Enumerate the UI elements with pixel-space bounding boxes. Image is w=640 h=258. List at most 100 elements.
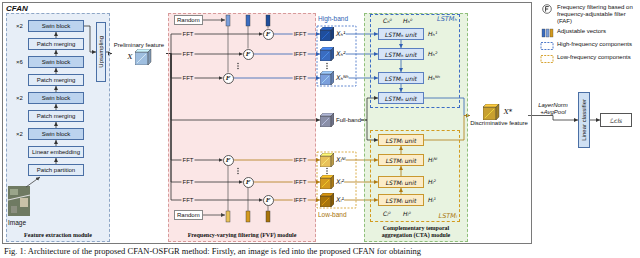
swin-block: Swin block	[28, 56, 84, 68]
flow-arrow	[254, 182, 321, 183]
component-cube: Xₕ¹	[320, 27, 346, 41]
panel-fill	[364, 13, 468, 242]
flow-arrow	[106, 52, 112, 54]
state-label: Hₗ²	[428, 178, 436, 185]
state-label: Cₕ⁰	[383, 17, 392, 24]
flow-arrow	[401, 60, 402, 72]
flow-arrow	[401, 146, 402, 154]
node-text: Preliminary feature	[112, 42, 166, 49]
cube-figure	[320, 113, 334, 127]
figure-caption: Fig. 1: Architecture of the proposed CFA…	[4, 246, 421, 256]
flow-arrow	[346, 160, 378, 161]
node-text: Swin block	[42, 131, 71, 138]
node-text: Swin block	[42, 23, 71, 30]
swin-block: Swin block	[28, 20, 84, 32]
cube-figure	[320, 47, 334, 61]
cube-figure	[320, 71, 334, 85]
node-text: Patch merging	[37, 113, 76, 120]
state-label: Hₕᴺʰ	[428, 74, 440, 81]
merging-block: Patch merging	[28, 110, 84, 122]
edge-label: FFT	[182, 197, 195, 204]
repeat-count: ×2	[16, 131, 23, 138]
state-label: Hₕ¹	[428, 30, 437, 37]
component-cube: Xₕᴺʰ	[320, 71, 349, 85]
lstm-unit: LSTMₗ unit	[378, 194, 424, 206]
flow-arrow	[254, 54, 321, 55]
flow-arrow	[166, 54, 243, 183]
high-band-bracket	[317, 26, 356, 86]
component-cube: Xₗᴺˡ	[320, 153, 346, 167]
filter-circle: F	[263, 195, 274, 206]
node-text: Discriminative feature	[470, 120, 528, 127]
state-label: Hₗ⁰	[403, 210, 411, 217]
flow-arrow	[166, 54, 263, 201]
flow-arrow	[401, 84, 402, 92]
node-text: Frequency-varying filtering (FVF) module	[171, 232, 313, 239]
repeat-count: ×2	[16, 23, 23, 30]
node-text: Random	[177, 17, 200, 24]
module-panel: Feature extraction moduleSwin blockPatch…	[6, 13, 110, 242]
flow-arrow	[346, 34, 378, 35]
image-label: Image	[8, 219, 26, 226]
adjustable-vectors-high	[200, 15, 270, 73]
node-text: Xₗᴺˡ	[336, 157, 346, 164]
flow-arrow	[401, 40, 402, 48]
ellipsis-dots	[237, 63, 328, 175]
repeat-count: ×6	[16, 59, 23, 66]
merging-block: Patch merging	[28, 38, 84, 50]
node-text: F	[226, 157, 231, 164]
legend-text: Adjustable vectors	[557, 28, 606, 35]
node-text: ℒcls	[610, 117, 622, 124]
edge-label: FFT	[182, 157, 195, 164]
cube-figure	[320, 175, 334, 189]
classifier-box: Linear classifier	[578, 92, 590, 148]
node-text: Random	[177, 212, 200, 219]
node-text: LSTMₕ unit	[385, 51, 417, 58]
flow-arrow	[166, 53, 243, 55]
cube-figure	[135, 49, 153, 65]
lstm-unit: LSTMₗ unit	[378, 134, 424, 146]
state-label: Hₗ¹	[428, 196, 436, 203]
node-text: F	[246, 179, 251, 186]
node-text: Patch merging	[37, 77, 76, 84]
legend-text: Frequency filtering based on frequency-a…	[557, 4, 638, 25]
edge-label: FFT	[182, 75, 195, 82]
lstm-unit: LSTMₕ unit	[378, 72, 424, 84]
node-text: Feature extraction module	[9, 232, 107, 239]
component-cube: Xₗ²	[320, 175, 344, 189]
image-picture	[8, 186, 30, 216]
lstm-unit: LSTMₕ unit	[378, 28, 424, 40]
state-label: Cₗ⁰	[383, 210, 391, 217]
legend-swatch	[540, 54, 554, 64]
edge-label: IFFT	[293, 75, 308, 82]
filter-circle: F	[243, 49, 254, 60]
embedding-block: Linear embedding	[28, 146, 84, 158]
lstm-group: LSTMₗLSTMₗ unitLSTMₗ unitLSTMₗ unitLSTMₗ…	[370, 130, 460, 222]
node-text: Swin block	[42, 59, 71, 66]
node-text: LSTMₗ unit	[386, 157, 417, 164]
cube-figure	[320, 193, 334, 207]
edge-label: FFT	[182, 31, 195, 38]
lstm-unit: LSTMₕ unit	[378, 92, 424, 104]
component-cube: Xₕ²	[320, 47, 346, 61]
legend-item: High-frequency components	[540, 41, 638, 51]
cube-figure	[483, 104, 501, 120]
random-box: Random	[174, 210, 203, 220]
cube-figure	[320, 153, 334, 167]
flow-arrow	[344, 182, 378, 183]
legend-item: Adjustable vectors	[540, 28, 638, 38]
node-text: F	[266, 31, 271, 38]
flow-arrow	[346, 54, 378, 55]
legend-text: Low-frequency components	[557, 54, 631, 61]
node-text: Upsampling	[98, 36, 105, 68]
node-text: Xₗ¹	[336, 197, 344, 204]
swin-block: Swin block	[28, 128, 84, 140]
flow-arrow	[424, 98, 470, 116]
legend-swatch	[540, 4, 554, 14]
flow-arrow	[401, 166, 402, 176]
flow-arrow	[84, 26, 96, 52]
lstm-group: LSTMₕLSTMₕ unitLSTMₕ unitLSTMₕ unitLSTMₕ…	[370, 14, 460, 108]
node-text: X	[128, 53, 133, 61]
node-text: Complementary temporal aggregation (CTA)…	[367, 225, 465, 239]
random-box: Random	[174, 15, 203, 25]
